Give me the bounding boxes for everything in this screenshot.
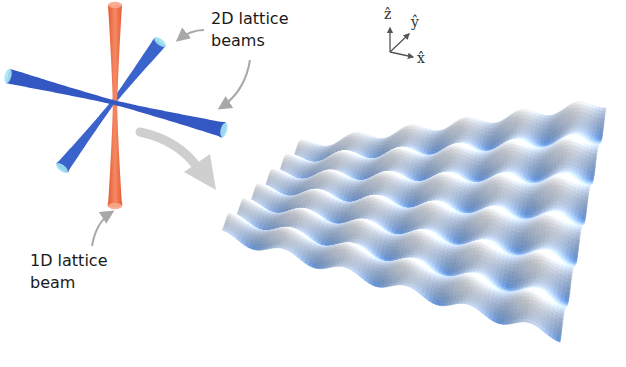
surface-facet [591, 166, 595, 171]
surface-facet [592, 162, 596, 167]
surface-facet [598, 135, 602, 138]
surface-facet [593, 150, 597, 153]
surface-facet [592, 157, 596, 162]
surface-facet [601, 114, 605, 118]
surface-facet [599, 131, 603, 135]
surface-facet [600, 127, 604, 131]
lattice-potential-surface [222, 102, 606, 342]
surface-facet [602, 111, 606, 115]
surface-facet [601, 118, 605, 122]
surface-facet [602, 108, 606, 111]
surface-facet [600, 123, 604, 127]
surface-facet [593, 154, 597, 158]
